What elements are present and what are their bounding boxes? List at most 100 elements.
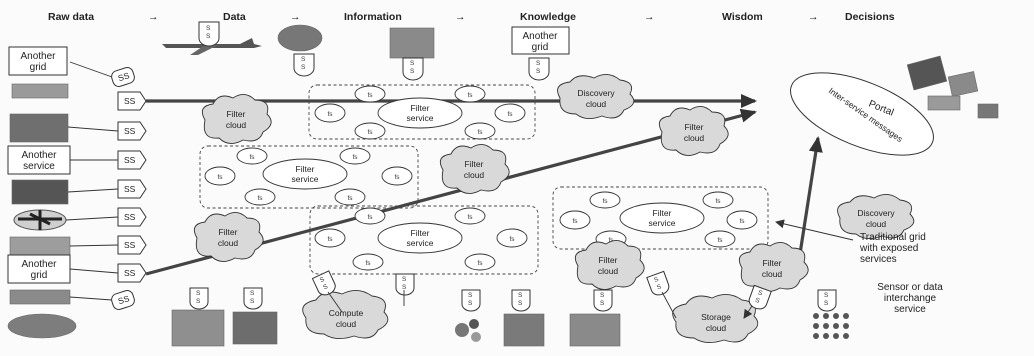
fs-node: fs [559, 210, 591, 230]
cluster-photo [11, 83, 69, 99]
svg-text:SS: SS [124, 126, 136, 136]
fs-node: fs [454, 207, 486, 225]
svg-text:S: S [518, 292, 523, 299]
svg-text:fs: fs [249, 154, 255, 161]
svg-text:fs: fs [467, 92, 473, 99]
svg-text:Filter: Filter [685, 122, 704, 132]
filter-cloud-upper-right: Filter cloud [658, 106, 729, 156]
ss-diamond-bottom: SS [111, 290, 135, 310]
fs-node: fs [704, 230, 736, 248]
svg-text:S: S [301, 64, 306, 71]
sensor-bottom-2: SS [243, 287, 263, 310]
bottom-photo-2 [232, 311, 278, 345]
svg-text:S: S [250, 298, 255, 305]
header-wisdom: Wisdom [722, 11, 763, 23]
ss-box-7: SS [117, 263, 147, 283]
svg-text:S: S [754, 297, 761, 305]
svg-text:Discovery: Discovery [577, 88, 615, 98]
svg-text:service: service [407, 238, 434, 248]
discovery-cloud-right: Discovery cloud [837, 194, 915, 239]
svg-text:fs: fs [327, 111, 333, 118]
laptop-photo [927, 95, 961, 111]
svg-text:fs: fs [477, 260, 483, 267]
svg-text:Another: Another [20, 51, 56, 62]
fs-node: fs [464, 253, 496, 271]
airplane-icon [162, 38, 262, 55]
svg-text:fs: fs [507, 111, 513, 118]
fs-node: fs [354, 122, 386, 140]
header-arrow-2: → [290, 11, 301, 23]
filter-service-group-lower: Filter service fs fs fs fs fs fs [309, 205, 539, 275]
disk-array-photo [7, 313, 77, 339]
fs-node: fs [244, 188, 276, 206]
sensor-interchange-note: Sensor or data interchange service [877, 282, 943, 315]
svg-text:service: service [649, 218, 676, 228]
svg-text:Filter: Filter [653, 208, 672, 218]
svg-text:Filter: Filter [763, 258, 782, 268]
svg-text:S: S [319, 276, 326, 284]
top-row: S S S S S S Another grid S S [162, 21, 570, 81]
server-rack-photo [9, 289, 71, 305]
device-photo [977, 103, 999, 119]
svg-text:S: S [250, 290, 255, 297]
landscape-photo [389, 27, 435, 59]
fs-node: fs [702, 191, 734, 209]
svg-text:Another: Another [21, 259, 57, 270]
decision-screens [906, 55, 999, 119]
svg-text:Filter: Filter [599, 255, 618, 265]
sensor-top-2: S S [293, 53, 315, 77]
svg-text:S: S [536, 68, 541, 75]
another-grid-bottom-box: Another grid [7, 254, 71, 284]
svg-text:Filter: Filter [411, 103, 430, 113]
svg-text:services: services [860, 254, 897, 265]
svg-text:S: S [402, 276, 407, 283]
filter-cloud-top-left: Filter cloud [201, 94, 272, 144]
svg-text:cloud: cloud [866, 219, 887, 229]
screen-photo-2 [947, 71, 979, 97]
svg-text:cloud: cloud [684, 133, 705, 143]
svg-text:cloud: cloud [586, 99, 607, 109]
svg-text:fs: fs [257, 195, 263, 202]
svg-text:S: S [468, 300, 473, 307]
svg-text:grid: grid [31, 270, 48, 281]
svg-text:Filter: Filter [227, 109, 246, 119]
svg-text:cloud: cloud [336, 319, 357, 329]
header-arrow-4: → [644, 11, 655, 23]
sensor-bottom-1: SS [189, 287, 209, 310]
fs-node: fs [314, 228, 346, 248]
svg-text:Filter: Filter [465, 159, 484, 169]
bottom-photo-1 [171, 309, 225, 347]
left-connectors [65, 61, 119, 301]
svg-text:fs: fs [467, 214, 473, 221]
fs-node: fs [354, 85, 386, 103]
another-grid-left-box: Another grid [8, 46, 68, 76]
svg-text:fs: fs [347, 195, 353, 202]
header-arrow-1: → [148, 11, 159, 23]
svg-text:SS: SS [124, 212, 136, 222]
svg-text:fs: fs [572, 218, 578, 225]
svg-text:fs: fs [477, 129, 483, 136]
svg-text:fs: fs [367, 214, 373, 221]
svg-text:S: S [518, 300, 523, 307]
svg-text:grid: grid [532, 42, 549, 53]
fs-node: fs [354, 207, 386, 225]
map-photo [569, 313, 621, 347]
svg-text:fs: fs [394, 174, 400, 181]
svg-text:Compute: Compute [329, 308, 364, 318]
ss-box-5: SS [117, 207, 147, 227]
ss-box-4: SS [117, 179, 147, 199]
storm-photo [11, 179, 69, 205]
fs-node: fs [339, 147, 371, 165]
svg-text:Filter: Filter [411, 228, 430, 238]
filter-service-group-middle: Filter service fs fs fs fs fs fs [199, 145, 419, 209]
header-arrow-3: → [455, 11, 466, 23]
header-raw-data: Raw data [48, 11, 94, 23]
svg-text:service: service [292, 174, 319, 184]
header-data: Data [223, 11, 246, 23]
svg-text:Sensor or data: Sensor or data [877, 282, 943, 293]
traditional-grid-note: Traditional grid with exposed services [775, 219, 926, 265]
sensor-bottom-5: SS [461, 289, 481, 312]
svg-text:service: service [894, 304, 926, 315]
